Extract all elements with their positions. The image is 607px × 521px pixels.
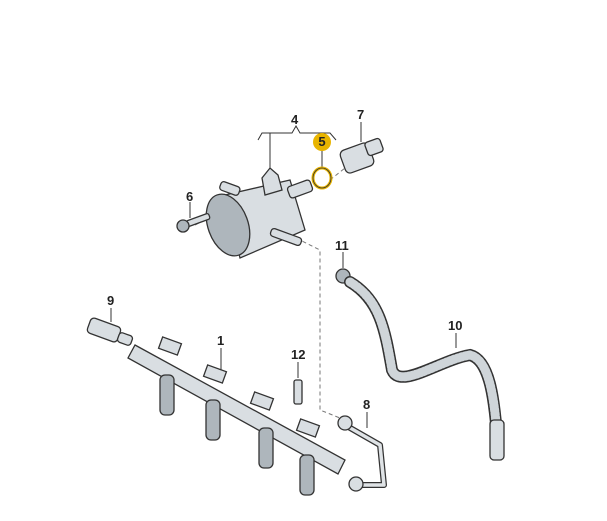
- pressure-sensor: [86, 317, 134, 346]
- pipe-nut: [337, 415, 353, 431]
- assembly-line: [289, 234, 341, 419]
- bolt: [293, 379, 303, 405]
- callout-4: 4: [291, 112, 299, 127]
- seal-ring-outline: [312, 167, 332, 189]
- callout-12: 12: [291, 347, 306, 362]
- group-bracket: [257, 124, 337, 141]
- high-pressure-pipe: [343, 422, 387, 488]
- fuel-rail: [127, 336, 346, 496]
- callout-5-highlighted: 5: [313, 133, 331, 151]
- pipe-highlight: [344, 423, 386, 487]
- pipe-nut: [348, 476, 364, 492]
- callout-7: 7: [357, 107, 365, 122]
- hose-end: [489, 419, 505, 461]
- callout-8: 8: [363, 397, 371, 412]
- high-pressure-fuel-pump: [205, 167, 314, 259]
- callout-10: 10: [448, 318, 463, 333]
- callout-9: 9: [107, 293, 115, 308]
- fuel-hose-texture: [345, 277, 503, 455]
- bolt: [176, 212, 211, 233]
- callout-6: 6: [186, 189, 194, 204]
- callout-1: 1: [217, 333, 225, 348]
- callout-11: 11: [335, 238, 349, 253]
- roller-tappet: [339, 137, 384, 174]
